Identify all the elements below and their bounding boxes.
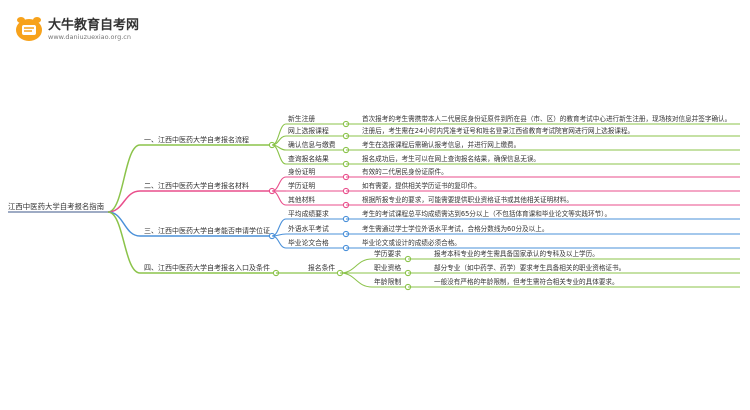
root-node-label: 江西中医药大学自考报名指南 [8,202,104,211]
item-label: 学历证明 [288,181,315,190]
branch-label: 二、江西中医药大学自考报名材料 [144,181,249,190]
child-description: 报考本科专业的考生需具备国家承认的专科及以上学历。 [434,249,599,258]
item-description: 考生的考试课程总平均成绩需达到65分以上（不包括体育课和毕业论文等实践环节）。 [362,209,611,218]
item-connector [271,144,287,165]
item-description: 考生在选报课程后需确认报考信息，并进行网上缴费。 [362,140,520,149]
item-description: 考生需通过学士学位外语水平考试，合格分数线为60分及以上。 [362,224,548,233]
item-label: 平均成绩要求 [288,209,329,218]
item-label: 外语水平考试 [288,224,329,233]
item-description: 根据所报专业的要求，可能需要提供职业资格证书或其他相关证明材料。 [362,195,573,204]
brand-logo-icon [16,17,42,41]
item-connector [271,123,287,146]
item-connector [271,235,287,249]
item-label: 其他材料 [288,195,315,204]
child-connector [339,258,373,274]
child-label: 年龄限制 [374,277,401,286]
child-label: 职业资格 [374,263,401,272]
item-connector [271,218,287,237]
branch-label: 一、江西中医药大学自考报名流程 [144,135,249,144]
item-label: 网上选报课程 [288,126,329,135]
item-label: 新生注册 [288,114,315,123]
child-connector [339,272,373,288]
item-label: 查询报名结果 [288,154,329,163]
item-description: 报名成功后，考生可以在网上查询报名结果，确保信息无误。 [362,154,540,163]
item-description: 如有需要，提供相关学历证书的复印件。 [362,181,481,190]
child-description: 部分专业（如中药学、药学）要求考生具备相关的职业资格证书。 [434,263,625,272]
item-label: 身份证明 [288,167,315,176]
item-label: 确认信息与缴费 [288,140,336,149]
brand-url: www.daniuzuexiao.org.cn [48,33,131,41]
root-branch-connector [107,211,141,237]
item-description: 有效的二代居民身份证原件。 [362,167,448,176]
item-description: 注册后，考生需在24小时内凭准考证号和姓名登录江西省教育考试院官网进行网上选报课… [362,126,634,135]
child-description: 一般没有严格的年龄限制，但考生需符合相关专业的具体要求。 [434,277,619,286]
child-label: 学历要求 [374,249,401,258]
item-description: 毕业论文或设计的成绩必须合格。 [362,238,461,247]
item-description: 首次报考的考生需携带本人二代居民身份证原件到所在县（市、区）的教育考试中心进行新… [362,114,731,123]
branch-label: 四、江西中医药大学自考报名入口及条件 [144,263,270,272]
root-branch-connector [107,144,141,213]
root-branch-connector [107,211,141,274]
root-branch-connector [107,190,141,213]
item-label: 毕业论文合格 [288,238,329,247]
item-label: 报名条件 [308,263,335,272]
branch-label: 三、江西中医药大学自考能否申请学位证 [144,226,270,235]
item-connector [271,190,287,206]
brand-name: 大牛教育自考网 [48,18,140,33]
